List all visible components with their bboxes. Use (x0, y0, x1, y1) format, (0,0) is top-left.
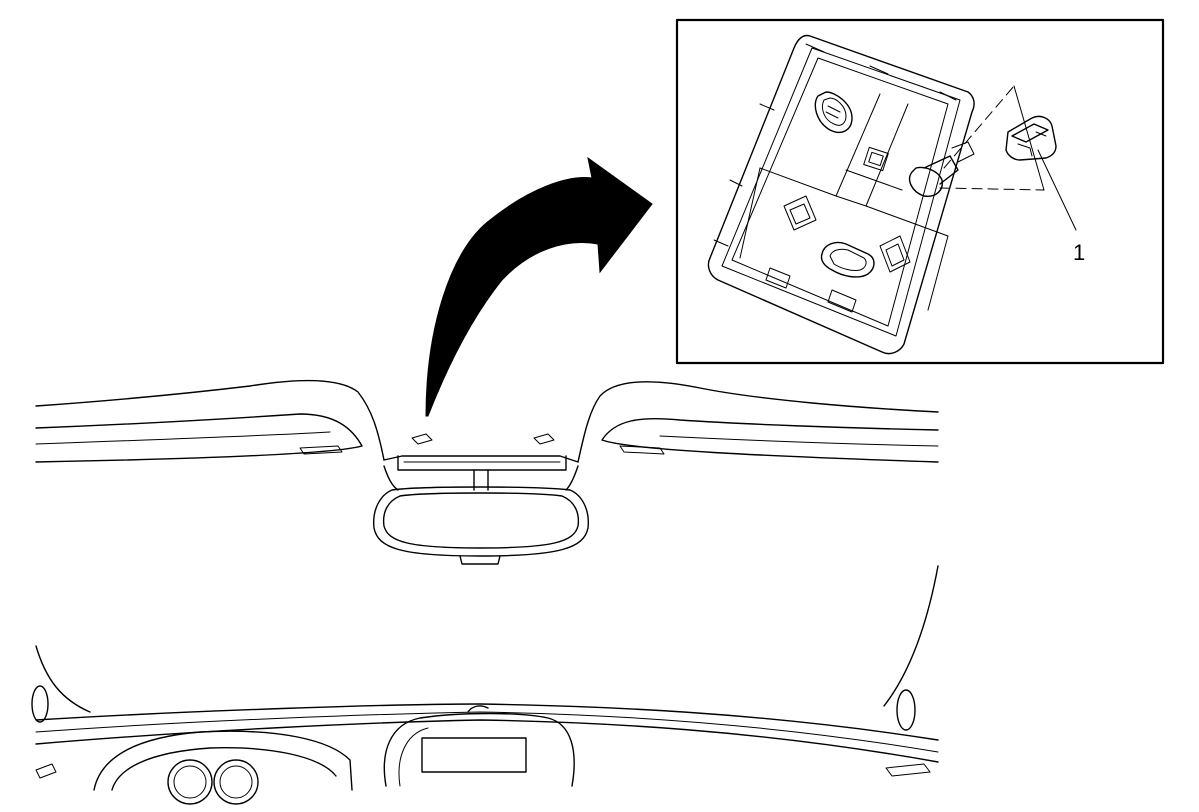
headliner-left (35, 379, 385, 463)
detail-inset: 1 (675, 18, 1165, 365)
rearview-mirror (373, 469, 589, 565)
left-pillar-trim (31, 685, 57, 779)
directional-arrow (425, 156, 653, 417)
center-display (383, 712, 575, 787)
inset-frame (675, 18, 1165, 365)
right-pillar-trim (885, 689, 931, 777)
callout-label-1: 1 (1073, 240, 1085, 265)
overhead-console-location (383, 433, 579, 491)
overhead-console-housing (707, 34, 975, 355)
removal-direction-lines (939, 85, 1077, 231)
instrument-cluster (93, 730, 353, 805)
removed-bulb-socket (1005, 115, 1057, 161)
headliner-right (577, 381, 939, 463)
windshield (35, 565, 939, 713)
vehicle-interior-view (31, 379, 939, 805)
